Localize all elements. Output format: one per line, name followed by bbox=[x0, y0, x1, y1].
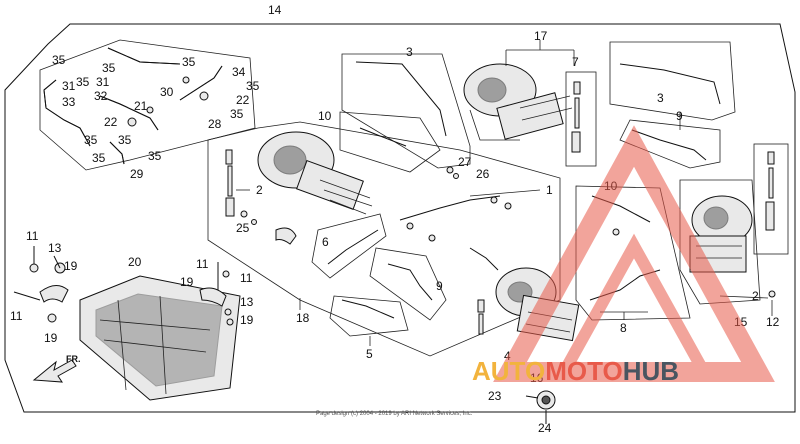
group-3-outline bbox=[341, 53, 471, 169]
part-number: 13 bbox=[48, 241, 62, 255]
part-number: 11 bbox=[240, 271, 253, 285]
part-number: 5 bbox=[366, 347, 373, 361]
part-number: 22 bbox=[236, 93, 250, 107]
part-number: 20 bbox=[128, 255, 142, 269]
left-hardware bbox=[13, 246, 69, 323]
watermark-logo bbox=[493, 125, 775, 382]
part-number: 35 bbox=[92, 151, 106, 165]
front-direction-arrow: FR. bbox=[32, 354, 81, 383]
part-number: 30 bbox=[160, 85, 174, 99]
part-number: 26 bbox=[476, 167, 490, 181]
part-number: 35 bbox=[84, 133, 98, 147]
fuel-joint bbox=[525, 390, 556, 424]
group-3b-outline bbox=[609, 41, 736, 121]
copyright-notice: Page design (c) 2004 - 2019 by ARI Netwo… bbox=[316, 411, 473, 417]
part-number: 11 bbox=[10, 309, 23, 323]
part-number: 35 bbox=[246, 79, 260, 93]
part-number: 14 bbox=[268, 3, 282, 17]
part-number: 13 bbox=[240, 295, 254, 309]
group-6-outline bbox=[311, 213, 387, 279]
small-fasteners bbox=[240, 166, 776, 298]
part-number-labels: 14 17 3 7 3 9 10 1 2 27 26 25 6 10 11 13… bbox=[10, 3, 780, 435]
group-10-outline bbox=[339, 111, 441, 173]
jet-stack-2b bbox=[765, 151, 775, 231]
part-number: 18 bbox=[296, 311, 310, 325]
part-number: 1 bbox=[546, 183, 553, 197]
part-number: 19 bbox=[44, 331, 58, 345]
part-number: 25 bbox=[236, 221, 250, 235]
part-number: 9 bbox=[436, 279, 443, 293]
center-hardware bbox=[199, 262, 234, 326]
jet-stack-7 bbox=[571, 81, 581, 153]
part-number: 35 bbox=[230, 107, 244, 121]
part-number: 9 bbox=[676, 109, 683, 123]
brand-part-auto: AUTO bbox=[472, 356, 546, 386]
part-number: 2 bbox=[256, 183, 263, 197]
part-number: 19 bbox=[64, 259, 78, 273]
carburetor-upper-left bbox=[257, 131, 373, 215]
part-number: 35 bbox=[148, 149, 162, 163]
air-box-tray bbox=[79, 275, 241, 401]
carburetor-top-center bbox=[463, 63, 573, 141]
part-number: 11 bbox=[26, 229, 39, 243]
jet-stack-left bbox=[225, 149, 235, 217]
part-number: 31 bbox=[96, 75, 110, 89]
part-number: 6 bbox=[322, 235, 329, 249]
part-number: 19 bbox=[180, 275, 194, 289]
jet-stack-center bbox=[477, 299, 485, 335]
part-number: 35 bbox=[182, 55, 196, 69]
watermark-brand: AUTOMOTOHUB bbox=[472, 356, 679, 387]
part-number: 11 bbox=[196, 257, 209, 271]
group-7-outline bbox=[565, 71, 597, 167]
part-number: 2 bbox=[752, 289, 759, 303]
part-number: 27 bbox=[458, 155, 472, 169]
part-number: 7 bbox=[572, 55, 579, 69]
direction-label: FR. bbox=[66, 354, 81, 364]
part-number: 3 bbox=[657, 91, 664, 105]
part-number: 8 bbox=[620, 321, 627, 335]
brand-part-hub: HUB bbox=[622, 356, 680, 386]
part-number: 10 bbox=[318, 109, 332, 123]
group-9b-outline bbox=[369, 247, 447, 321]
part-number: 35 bbox=[118, 133, 132, 147]
part-number: 34 bbox=[232, 65, 246, 79]
part-number: 35 bbox=[52, 53, 66, 67]
leader-lines bbox=[236, 40, 773, 346]
part-number: 12 bbox=[766, 315, 780, 329]
assembly-outline bbox=[4, 23, 796, 413]
part-number: 28 bbox=[208, 117, 222, 131]
part-number: 35 bbox=[102, 61, 116, 75]
part-number: 21 bbox=[134, 99, 148, 113]
fuel-hoses bbox=[43, 47, 223, 165]
part-number: 31 bbox=[62, 79, 76, 93]
group-2b-outline bbox=[753, 143, 789, 255]
part-number: 24 bbox=[538, 421, 552, 435]
part-number: 17 bbox=[534, 29, 548, 43]
brand-part-moto: MOTO bbox=[545, 356, 623, 386]
part-number: 19 bbox=[240, 313, 254, 327]
part-number: 29 bbox=[130, 167, 144, 181]
part-number: 33 bbox=[62, 95, 76, 109]
hose-group-outline bbox=[39, 39, 256, 171]
group-5-outline bbox=[329, 295, 409, 337]
group-9-outline bbox=[619, 119, 721, 169]
part-number: 35 bbox=[76, 75, 90, 89]
part-number: 23 bbox=[488, 389, 502, 403]
part-number: 22 bbox=[104, 115, 118, 129]
part-number: 32 bbox=[94, 89, 108, 103]
part-number: 3 bbox=[406, 45, 413, 59]
